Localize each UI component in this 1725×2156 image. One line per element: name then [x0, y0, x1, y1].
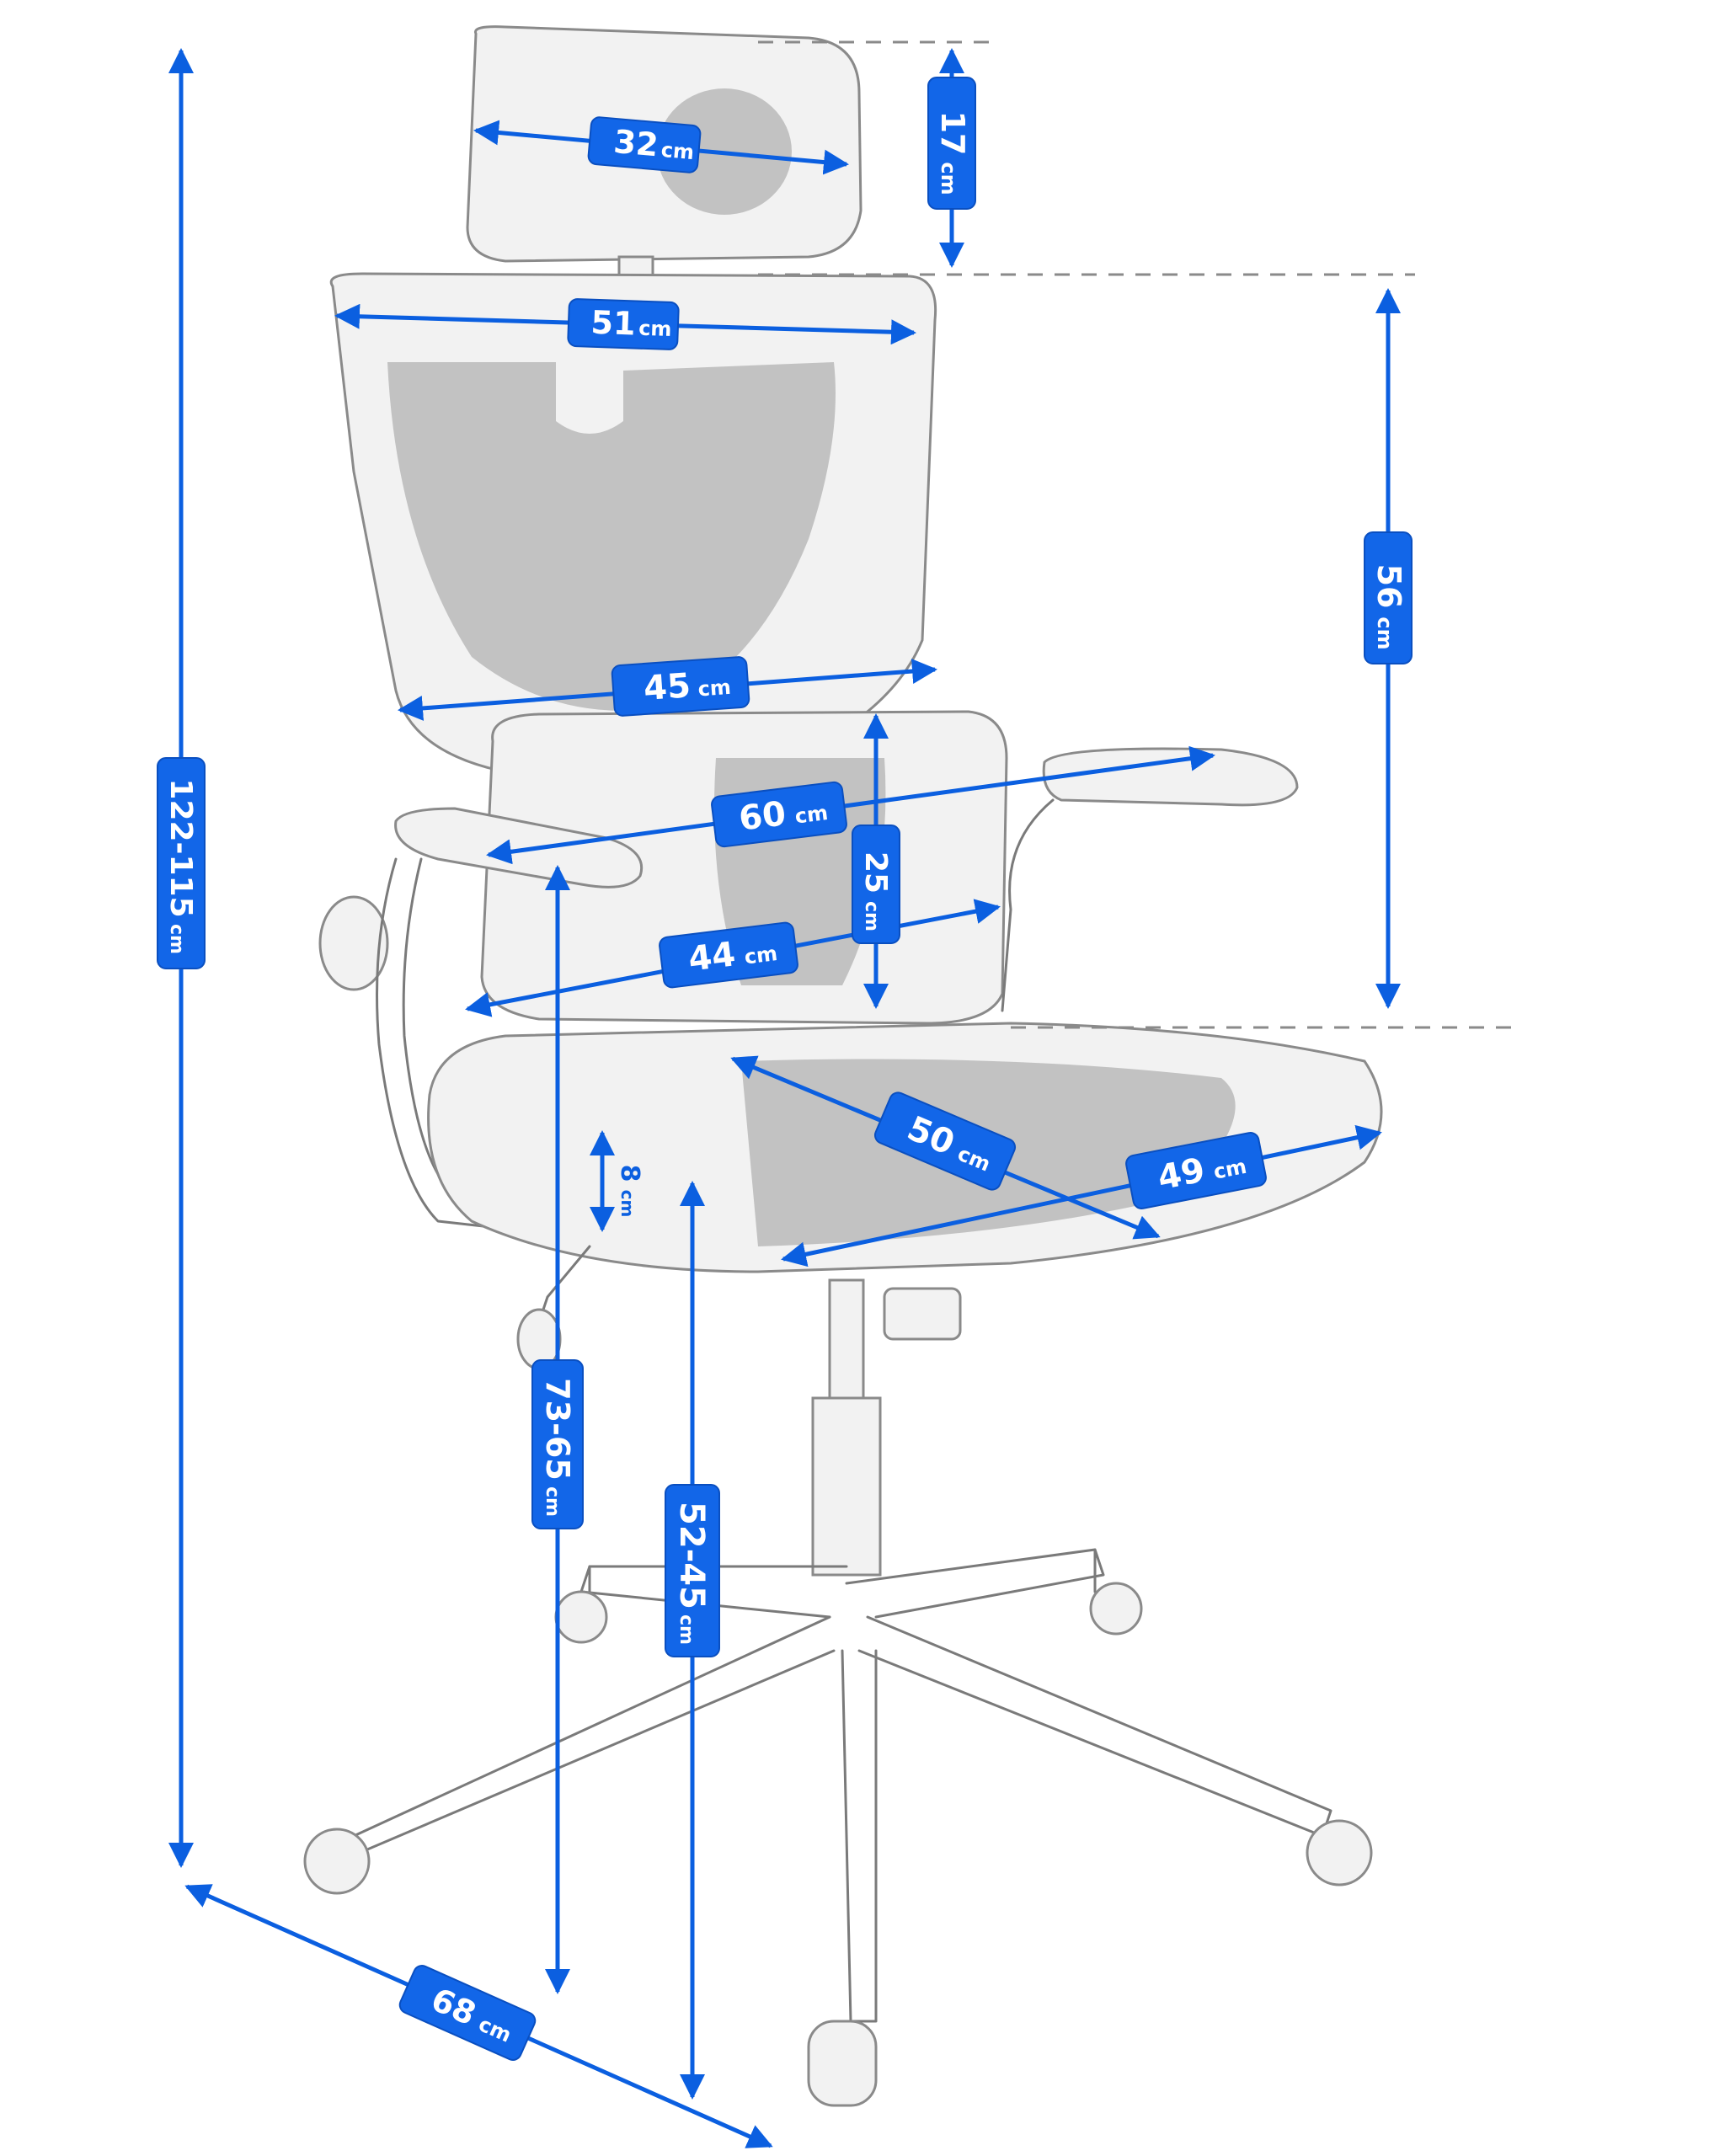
svg-text:cm: cm	[676, 1614, 697, 1645]
svg-text:cm: cm	[542, 1486, 563, 1517]
label-total-height: 122-115 cm	[157, 757, 206, 969]
label-seat-depth: 50 cm	[873, 1091, 1017, 1191]
label-lumbar-height: 25 cm	[852, 825, 900, 944]
svg-text:52-45: 52-45	[672, 1502, 711, 1609]
svg-text:cm: cm	[697, 675, 732, 702]
label-armrest-span: 60 cm	[711, 781, 847, 848]
svg-text:32: 32	[612, 123, 660, 163]
label-backrest-height: 56 cm	[1364, 531, 1413, 664]
svg-text:17: 17	[934, 111, 971, 156]
label-backrest-lower-width: 45 cm	[611, 656, 750, 717]
guide-lines	[758, 40, 1516, 1029]
svg-text:cm: cm	[1373, 616, 1397, 649]
label-seat-height: 52-45 cm	[665, 1484, 720, 1657]
label-backrest-top-width: 51 cm	[567, 298, 680, 350]
svg-text:60: 60	[737, 794, 788, 838]
label-seat-thickness: 8 cm	[615, 1165, 644, 1218]
svg-text:cm: cm	[743, 942, 778, 969]
label-headrest-width: 32 cm	[587, 116, 702, 173]
label-seat-width: 49 cm	[1125, 1132, 1267, 1209]
svg-text:25: 25	[858, 851, 893, 894]
svg-text:cm: cm	[638, 317, 672, 341]
svg-text:cm: cm	[937, 162, 960, 195]
svg-text:122-115: 122-115	[163, 778, 198, 917]
label-armrest-height: 73-65 cm	[531, 1359, 584, 1529]
svg-text:cm: cm	[793, 801, 829, 829]
chair-illustration	[303, 25, 1383, 2107]
svg-text:51: 51	[590, 304, 636, 343]
svg-text:45: 45	[643, 666, 692, 708]
label-base-diameter: 68 cm	[398, 1965, 537, 2061]
svg-text:73-65: 73-65	[539, 1378, 576, 1481]
svg-text:44: 44	[686, 935, 738, 979]
svg-text:cm: cm	[617, 1190, 638, 1218]
svg-text:cm: cm	[861, 901, 882, 931]
svg-text:cm: cm	[660, 138, 696, 164]
svg-text:56: 56	[1370, 564, 1407, 609]
label-lumbar-width: 44 cm	[659, 921, 798, 989]
svg-text:cm: cm	[166, 924, 187, 954]
svg-text:8: 8	[615, 1165, 644, 1182]
svg-text:49: 49	[1155, 1151, 1208, 1198]
label-headrest-height: 17 cm	[927, 77, 976, 210]
